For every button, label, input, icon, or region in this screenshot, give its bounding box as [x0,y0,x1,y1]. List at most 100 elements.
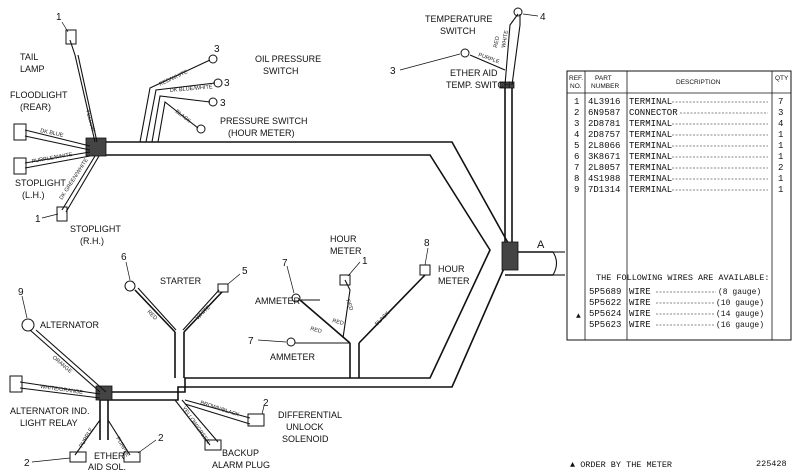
diff-unlock-label-1: DIFFERENTIAL [278,410,342,420]
header-part-1: PART [595,75,612,82]
ammeter-terminal-top [291,293,301,303]
temperature-switch-label-2: SWITCH [440,26,476,36]
wire-row-1-desc: WIRE [629,287,651,297]
hour-meter-terminal-8 [419,264,431,276]
row-9-qty: 1 [778,185,783,195]
row-1-qty: 7 [778,97,783,107]
callout-2-diff: 2 [263,398,269,409]
diff-unlock-connector [247,413,265,427]
callout-8-hour-meter: 8 [424,238,430,249]
ammeter-top-label: AMMETER [255,296,301,306]
pressure-switch-wires [139,54,223,143]
row-9-part: 7D1314 [588,185,620,195]
wire-row-3-part: 5P5624 [589,309,621,319]
temp-switch-terminal [513,7,523,17]
hour-meter-top-label-2: METER [330,246,362,256]
starter-terminal-6 [124,280,136,292]
alternator-relay-connector [9,375,23,393]
tail-lamp-connector [65,29,77,45]
header-ref-2: NO. [570,83,582,90]
callout-7-ammeter-bottom: 7 [248,336,254,347]
wire-label-red-starter: RED [146,309,158,321]
oil-pressure-terminal-2 [213,78,223,88]
callout-5-starter: 5 [242,266,248,277]
row-2-ref: 2 [574,108,579,118]
row-8-desc: TERMINAL [629,174,672,184]
wire-row-1-part: 5P5689 [589,287,621,297]
floodlight-connector [13,123,27,141]
parts-table-border [566,70,792,341]
row-4-part: 2D8757 [588,130,620,140]
table-row: 3 2D8781 TERMINAL 4 [574,119,783,129]
callout-1-hour-meter: 1 [362,256,368,267]
oil-pressure-label-1: OIL PRESSURE [255,54,321,64]
ether-aid-sol-label-2: AID SOL. [88,462,126,472]
row-5-qty: 1 [778,141,783,151]
callout-2-ether-right: 2 [158,433,164,444]
wire-label-red-temp: RED [493,36,501,49]
row-6-qty: 1 [778,152,783,162]
wire-label-purple-left: PURPLE [79,427,95,449]
wire-row-1-gauge: (8 gauge) [718,288,761,297]
header-ref-1: REF. [569,75,583,82]
row-1-desc: TERMINAL [629,97,672,107]
floodlight-label-2: (REAR) [20,102,51,112]
row-1-ref: 1 [574,97,579,107]
main-harness [97,84,565,440]
row-5-ref: 5 [574,141,579,151]
wire-row-2-desc: WIRE [629,298,651,308]
wire-row-2-gauge: (10 gauge) [716,299,764,308]
wire-label-yellow: YELLOW [84,109,96,133]
callout-4-temp: 4 [540,12,546,23]
diff-unlock-label-3: SOLENOID [282,434,329,444]
row-4-ref: 4 [574,130,579,140]
wire-row-3-desc: WIRE [629,309,651,319]
wire-row-4-gauge: (16 gauge) [716,321,764,330]
wire-label-dk-blue: DK BLUE [40,128,65,139]
wire-label-red-ammeter-2: RED [331,318,344,327]
hour-meter-right-label-2: METER [438,276,470,286]
hour-meter-top-label-1: HOUR [330,234,357,244]
row-7-part: 2L8057 [588,163,620,173]
row-5-part: 2L8066 [588,141,620,151]
row-6-desc: TERMINAL [629,152,672,162]
header-part-2: NUMBER [591,83,619,90]
ether-aid-temp-label-2: TEMP. SWITCH [446,80,510,90]
table-row: 2 6N9587 CONNECTOR 3 [574,108,783,118]
callout-1-tail: 1 [56,12,62,23]
table-row: 9 7D1314 TERMINAL 1 [574,185,783,195]
wire-label-red-ammeter: RED [309,326,322,335]
backup-alarm-connector [204,439,222,451]
wire-label-red-hour: RED [344,299,354,312]
callout-6-starter: 6 [121,252,127,263]
ammeter-terminal-bottom [286,337,296,347]
callout-2-ether-left: 2 [24,458,30,469]
callout-9-alternator: 9 [18,287,24,298]
starter-label: STARTER [160,276,202,286]
wire-row: 5P5623 WIRE (16 gauge) [589,320,764,330]
row-3-qty: 4 [778,119,783,129]
callout-3-oil-3: 3 [220,98,226,109]
row-5-desc: TERMINAL [629,141,672,151]
hour-meter-right-label-1: HOUR [438,264,465,274]
row-9-desc: TERMINAL [629,185,672,195]
table-row: 8 4S1988 TERMINAL 1 [574,174,783,184]
harness-wrap-right [501,241,519,271]
table-row: 4 2D8757 TERMINAL 1 [574,130,783,140]
footnote-order-by-meter: ▲ ORDER BY THE METER [570,460,672,470]
wire-row-2-part: 5P5622 [589,298,621,308]
wire-row-3-gauge: (14 gauge) [716,310,764,319]
row-3-desc: TERMINAL [629,119,672,129]
backup-alarm-label-1: BACKUP [222,448,259,458]
harness-wrap-left [85,137,107,157]
callout-3-oil-2: 3 [224,78,230,89]
tail-lamp-label-1: TAIL [20,52,38,62]
ammeter-wires [286,264,431,347]
stoplight-lh-connector [13,157,27,175]
alternator-terminal [21,318,35,332]
callout-1-stoplight: 1 [35,214,41,225]
wire-label-dk-blue-white: DK BLUE/WHITE [170,84,213,94]
callout-3-oil-1: 3 [214,44,220,55]
row-8-part: 4S1988 [588,174,620,184]
